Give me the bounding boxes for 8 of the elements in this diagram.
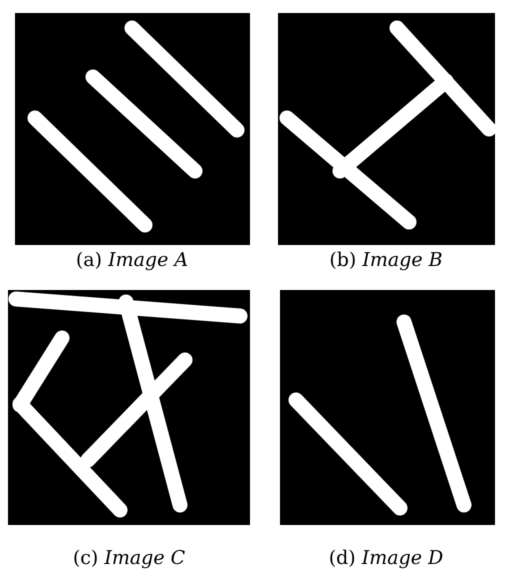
- bars-drawing: [280, 290, 495, 525]
- figure-caption: (a) Image A: [76, 249, 188, 271]
- bars-drawing: [8, 290, 250, 525]
- figure-caption: (c) Image C: [72, 547, 186, 569]
- bars-drawing: [278, 13, 495, 245]
- figure-caption: (b) Image B: [329, 249, 443, 271]
- bars-drawing: [15, 13, 250, 245]
- figure-caption: (d) Image D: [328, 547, 444, 569]
